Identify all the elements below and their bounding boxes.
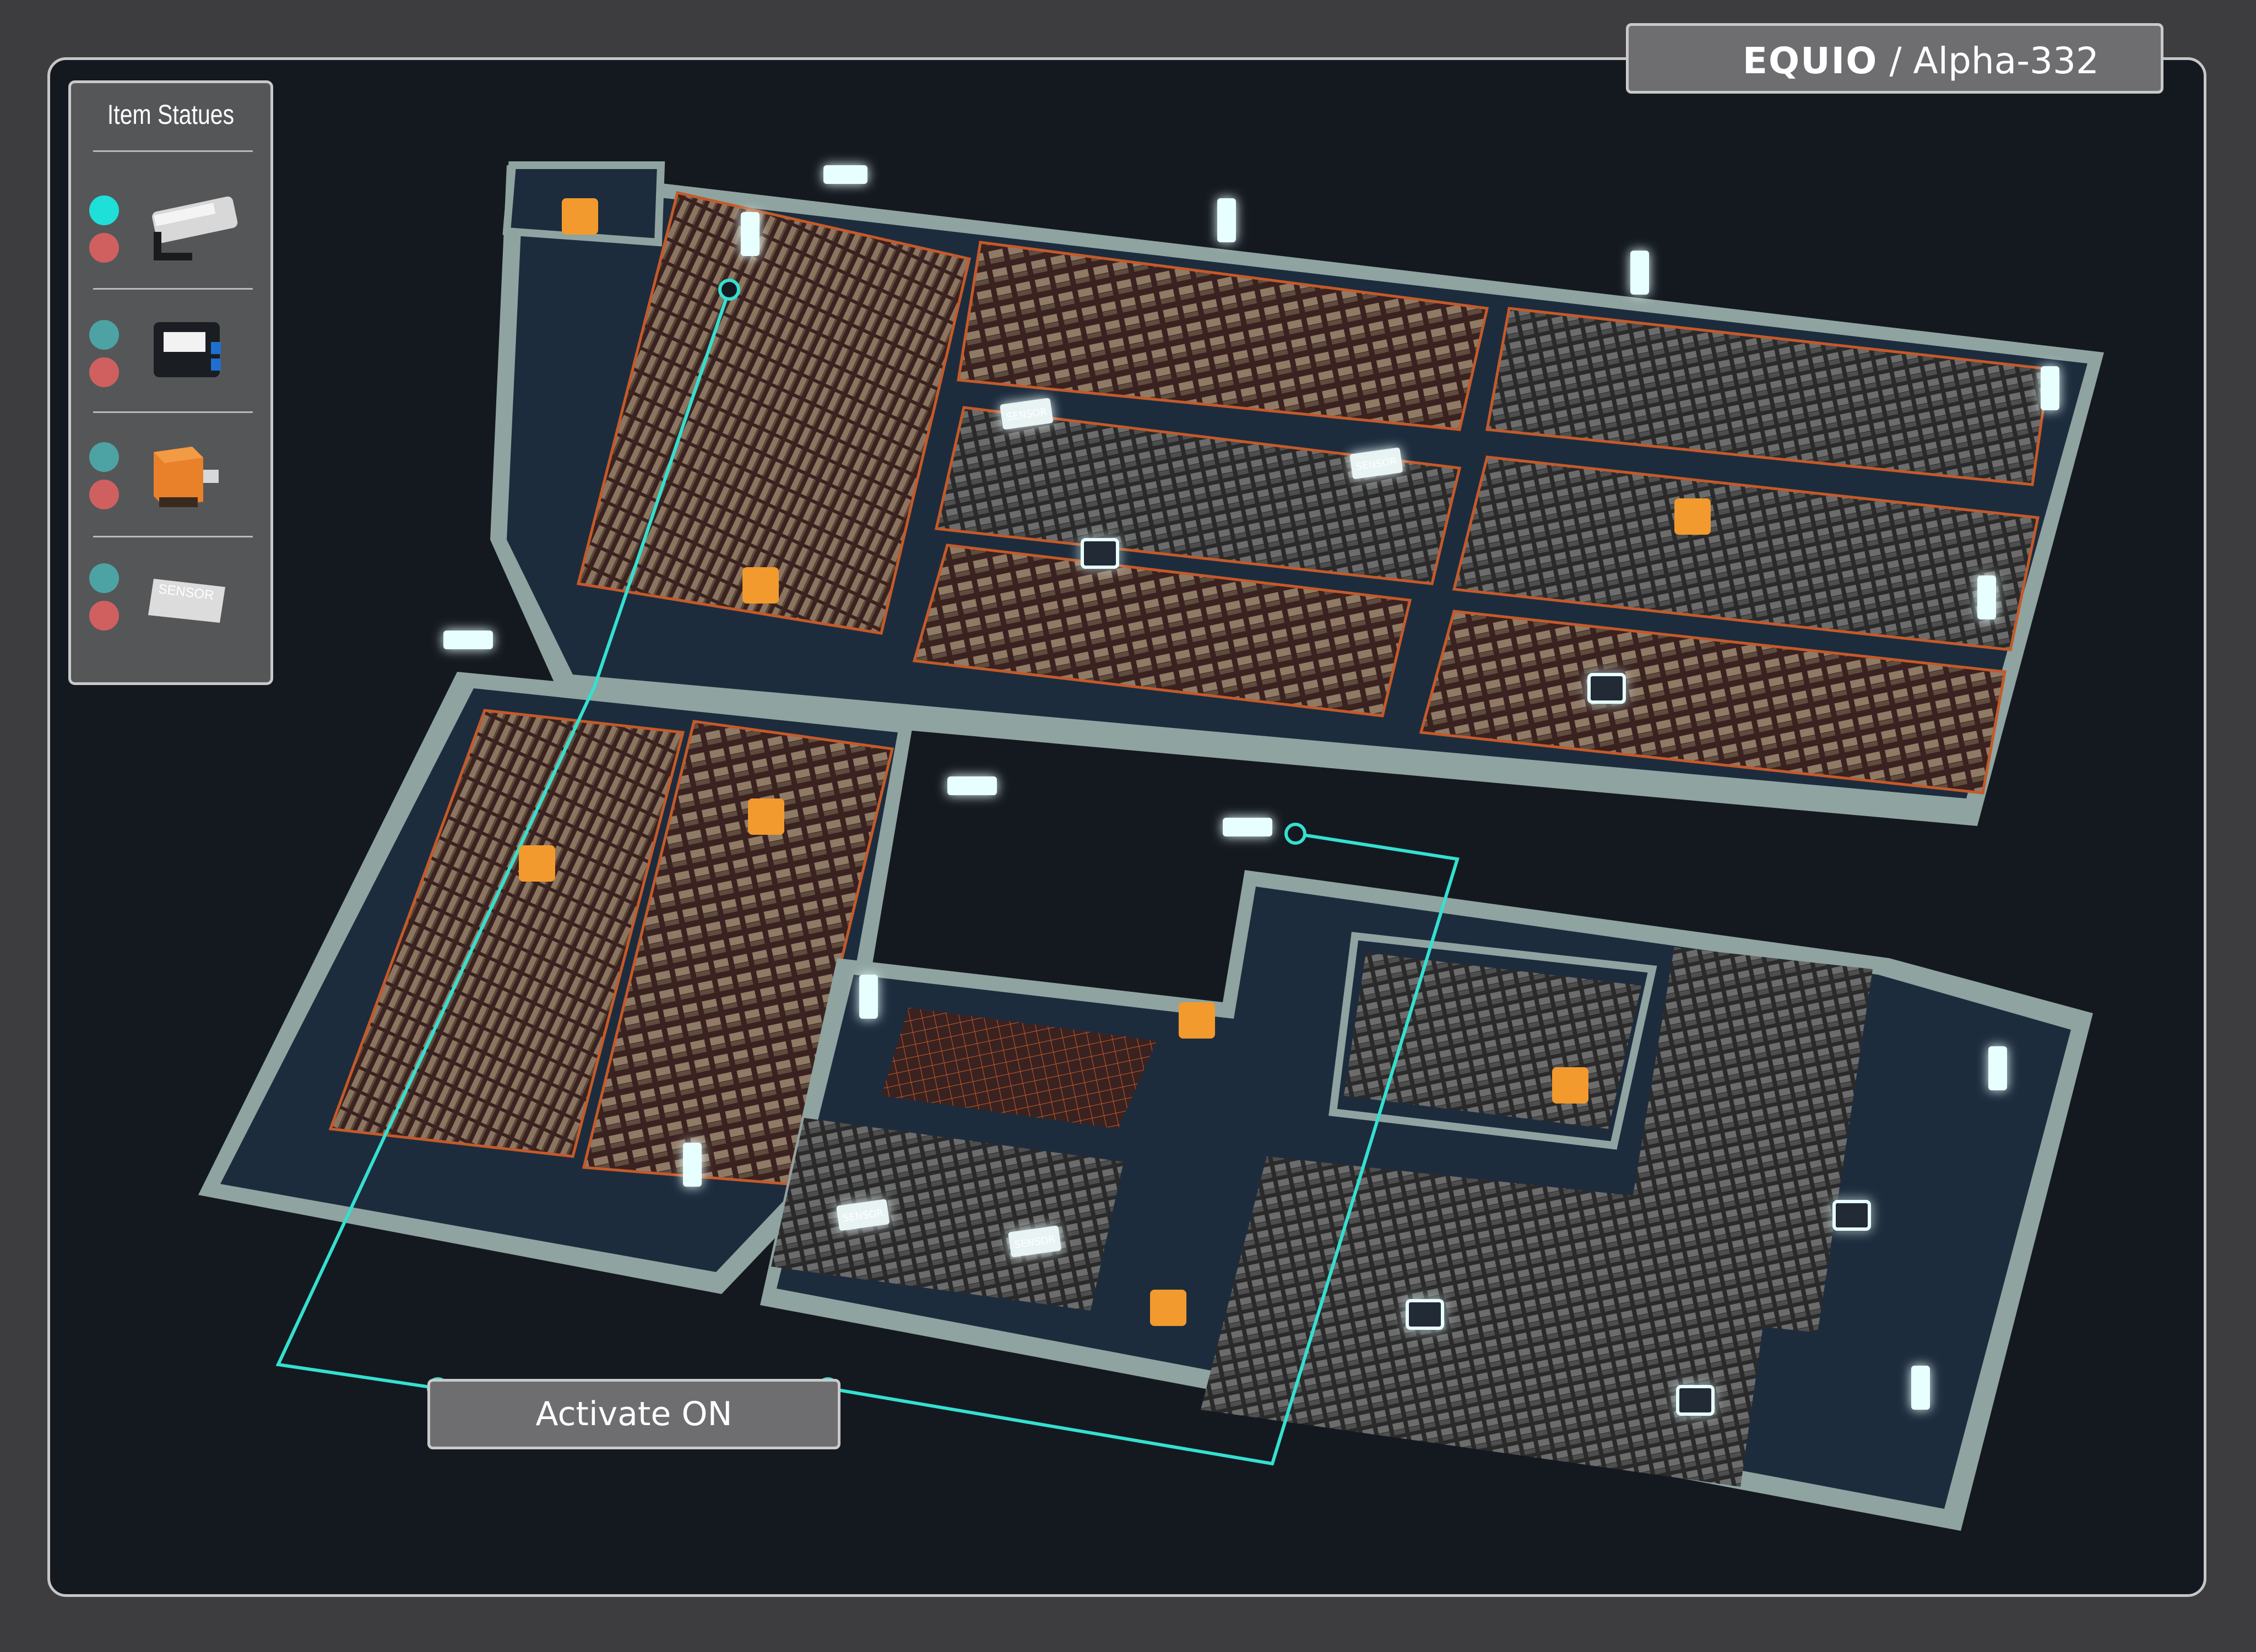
legend-title: Item Statues	[107, 99, 235, 130]
brand-name: EQUIO	[1742, 40, 1878, 82]
site-title: EQUIO / Alpha-332	[1626, 23, 2163, 94]
building-top	[490, 161, 2104, 826]
status-offline-dot[interactable]	[89, 601, 119, 631]
camera-devices[interactable]	[443, 165, 2059, 1410]
control-box-icon[interactable]	[1587, 673, 1626, 704]
control-box-icon[interactable]	[1406, 1299, 1444, 1330]
security-camera-icon	[152, 196, 238, 260]
camera-icon[interactable]	[859, 975, 878, 1019]
legend-divider	[93, 536, 253, 537]
orange-device-icon[interactable]	[1674, 498, 1711, 535]
control-box-icon[interactable]	[1081, 538, 1119, 569]
orange-device-icon[interactable]	[1179, 1002, 1215, 1039]
camera-icon[interactable]	[1217, 198, 1236, 242]
orange-device-icon[interactable]	[519, 845, 555, 882]
camera-icon[interactable]	[947, 776, 997, 795]
item-status-legend: Item Statues SENSOR	[68, 80, 273, 685]
camera-icon[interactable]	[1223, 818, 1272, 836]
activate-on-button[interactable]: Activate ON	[427, 1379, 840, 1449]
camera-icon[interactable]	[1630, 251, 1649, 295]
orange-device-icon[interactable]	[1552, 1067, 1588, 1104]
camera-icon[interactable]	[741, 212, 760, 256]
site-name: Alpha-332	[1913, 40, 2099, 82]
camera-icon[interactable]	[1977, 575, 1996, 620]
sensor-pad-icon[interactable]: SENSOR	[836, 1199, 890, 1231]
status-online-dot[interactable]	[89, 563, 119, 593]
orange-devices[interactable]	[519, 198, 1711, 1326]
legend-divider	[93, 150, 253, 152]
sensor-pad-icon: SENSOR	[148, 579, 225, 623]
orange-device-icon[interactable]	[1150, 1290, 1186, 1326]
sensor-pad-icon[interactable]: SENSOR	[1349, 447, 1403, 479]
status-offline-dot[interactable]	[89, 233, 119, 263]
camera-icon[interactable]	[443, 631, 493, 649]
selection-handle-right[interactable]	[1284, 823, 1306, 845]
orange-device-icon[interactable]	[562, 198, 598, 235]
orange-device-icon[interactable]	[742, 567, 779, 604]
orange-device-icon	[154, 447, 219, 507]
camera-icon[interactable]	[823, 165, 867, 184]
camera-icon[interactable]	[683, 1143, 702, 1187]
control-box-devices[interactable]	[1081, 538, 1871, 1416]
orange-device-icon[interactable]	[748, 798, 784, 835]
selection-handle-top[interactable]	[718, 279, 740, 301]
status-online-dot[interactable]	[89, 195, 119, 225]
control-box-icon[interactable]	[1676, 1385, 1715, 1416]
camera-icon[interactable]	[2041, 366, 2059, 410]
building-bottom-right	[760, 870, 2093, 1531]
sensor-pad-icon[interactable]: SENSOR	[1000, 398, 1054, 430]
camera-icon[interactable]	[1988, 1046, 2007, 1090]
status-offline-dot[interactable]	[89, 480, 119, 509]
sensor-devices[interactable]: SENSOR SENSOR SENSOR SENSOR	[836, 398, 1403, 1257]
status-online-dot[interactable]	[89, 320, 119, 350]
camera-icon[interactable]	[1911, 1366, 1930, 1410]
status-online-dot[interactable]	[89, 442, 119, 472]
control-box-icon[interactable]	[1832, 1200, 1871, 1231]
title-separator: /	[1878, 40, 1913, 82]
sensor-pad-icon[interactable]: SENSOR	[1008, 1225, 1062, 1257]
legend-divider	[93, 288, 253, 290]
control-box-icon	[154, 322, 221, 377]
status-offline-dot[interactable]	[89, 357, 119, 387]
legend-divider	[93, 411, 253, 413]
